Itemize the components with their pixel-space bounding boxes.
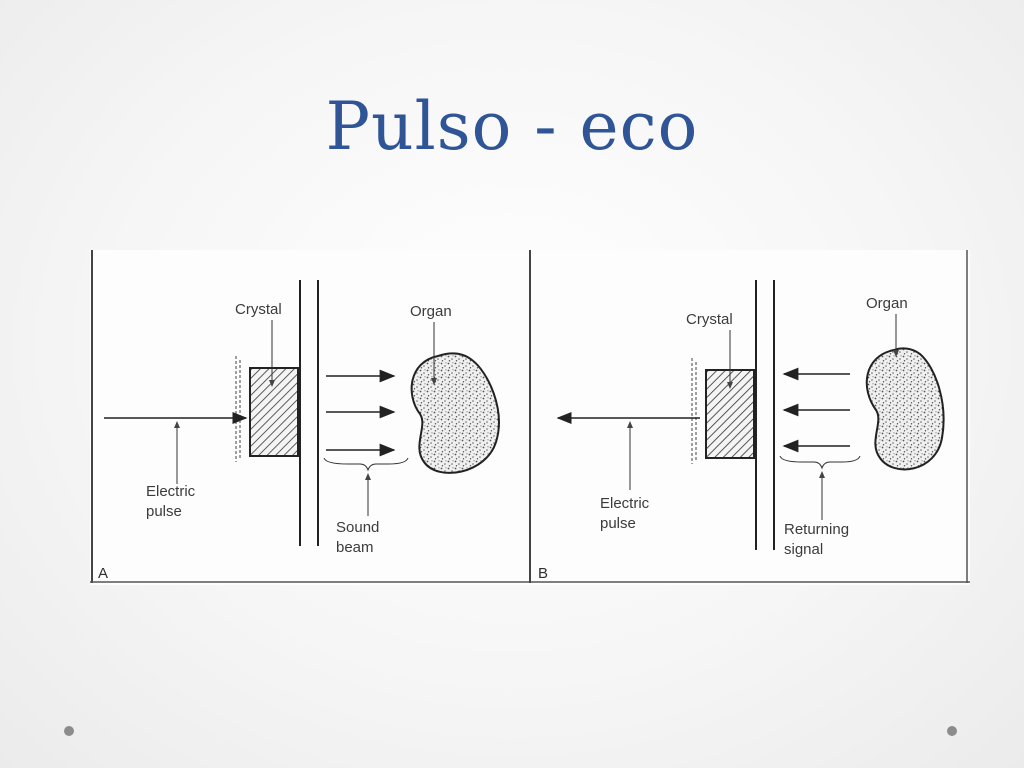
signal-brace — [779, 455, 861, 470]
panel-b: Crystal Electric pulse Returning signal … — [538, 280, 945, 582]
beam-brace — [323, 457, 409, 472]
beam-label-line2: beam — [336, 539, 374, 556]
panel-a: Crystal Electric pulse Sound beam Organ … — [98, 280, 500, 582]
pulse-label-line2: pulse — [146, 503, 182, 520]
decorative-dot — [947, 726, 957, 736]
organ-label: Organ — [866, 295, 908, 312]
panel-a-label: A — [98, 565, 108, 582]
signal-label-line2: signal — [784, 541, 823, 558]
organ-label: Organ — [410, 303, 452, 320]
crystal-label: Crystal — [686, 311, 733, 328]
electrode-bracket — [691, 358, 697, 464]
beam-label-line1: Sound — [336, 519, 379, 536]
signal-label-line1: Returning — [784, 521, 849, 538]
electrode-bracket — [235, 356, 241, 462]
pulse-label-line1: Electric — [146, 483, 196, 500]
pulse-label-line2: pulse — [600, 515, 636, 532]
decorative-dot — [64, 726, 74, 736]
crystal — [249, 367, 299, 457]
crystal-label: Crystal — [235, 301, 282, 318]
pulse-label-line1: Electric — [600, 495, 650, 512]
slide-title: Pulso - eco — [325, 88, 699, 165]
pulse-echo-figure: Crystal Electric pulse Sound beam Organ … — [90, 250, 970, 585]
organ — [865, 347, 945, 471]
panel-b-label: B — [538, 565, 548, 582]
